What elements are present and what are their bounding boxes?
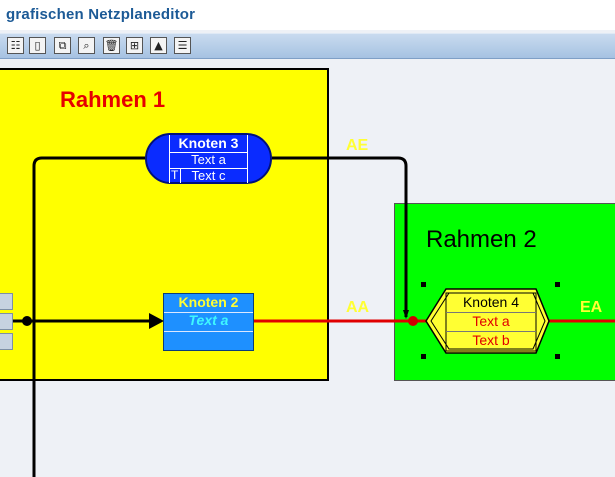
- junction-dot: [408, 316, 418, 326]
- selection-handle[interactable]: [555, 282, 560, 287]
- knoten-3-title: Knoten 3: [170, 135, 247, 153]
- title-bar: grafischen Netzplaneditor: [0, 0, 615, 30]
- delete-button[interactable]: 🗑: [103, 37, 120, 54]
- window-title: grafischen Netzplaneditor: [6, 6, 196, 23]
- frame-rahmen-1-label: Rahmen 1: [60, 87, 166, 112]
- frame-rahmen-2-label: Rahmen 2: [426, 226, 537, 253]
- properties-button[interactable]: ☰: [174, 37, 191, 54]
- arrowhead: [403, 310, 409, 319]
- junction-dot: [22, 316, 32, 326]
- edge-label-ea: EA: [580, 299, 603, 316]
- left-stub-box[interactable]: [0, 333, 13, 350]
- selection-handle[interactable]: [421, 282, 426, 287]
- selection-handle[interactable]: [555, 354, 560, 359]
- knoten-4-text-a: Text a: [446, 313, 536, 332]
- edge-label-aa: AA: [346, 299, 370, 316]
- knoten-4-text-b: Text b: [472, 332, 510, 348]
- knoten-2-text-a: Text a: [164, 312, 253, 332]
- knoten-3-text-a: Text a: [170, 152, 247, 169]
- knoten-2-empty-row: [164, 331, 253, 350]
- left-stub-box[interactable]: [0, 313, 13, 330]
- toolbar: ☷ ▯ ⧉ ⌕ 🗑 ⊞ ▲ ☰: [0, 33, 615, 59]
- knoten-4-title: Knoten 4: [446, 294, 536, 313]
- knoten-3-node[interactable]: [145, 133, 272, 184]
- edge-label-ae: AE: [346, 137, 369, 154]
- edge-knoten3-in[interactable]: [32, 156, 145, 477]
- knoten-4-shape[interactable]: [425, 288, 550, 354]
- knoten-3-text-c: Text c: [191, 168, 226, 183]
- knoten-3-type-marker: T: [171, 168, 179, 182]
- knoten-4-table-outline: [445, 292, 537, 352]
- new-document-button[interactable]: ▯: [29, 37, 46, 54]
- edge-ae[interactable]: [272, 156, 408, 317]
- list-button[interactable]: ☷: [7, 37, 24, 54]
- divider: [180, 168, 181, 183]
- knoten-4-table: Knoten 4 Text a Text b: [446, 293, 536, 351]
- selection-handle[interactable]: [421, 354, 426, 359]
- knoten-3-table: Knoten 3 Text a Text c: [169, 135, 248, 183]
- left-stub-box[interactable]: [0, 293, 13, 310]
- find-button[interactable]: ⌕: [78, 37, 95, 54]
- picture-button[interactable]: ▲: [150, 37, 167, 54]
- knoten-2-title: Knoten 2: [164, 294, 253, 313]
- arrowhead: [149, 313, 164, 329]
- hierarchy-button[interactable]: ⊞: [126, 37, 143, 54]
- copy-button[interactable]: ⧉: [54, 37, 71, 54]
- knoten-2-node[interactable]: Knoten 2 Text a: [163, 293, 254, 351]
